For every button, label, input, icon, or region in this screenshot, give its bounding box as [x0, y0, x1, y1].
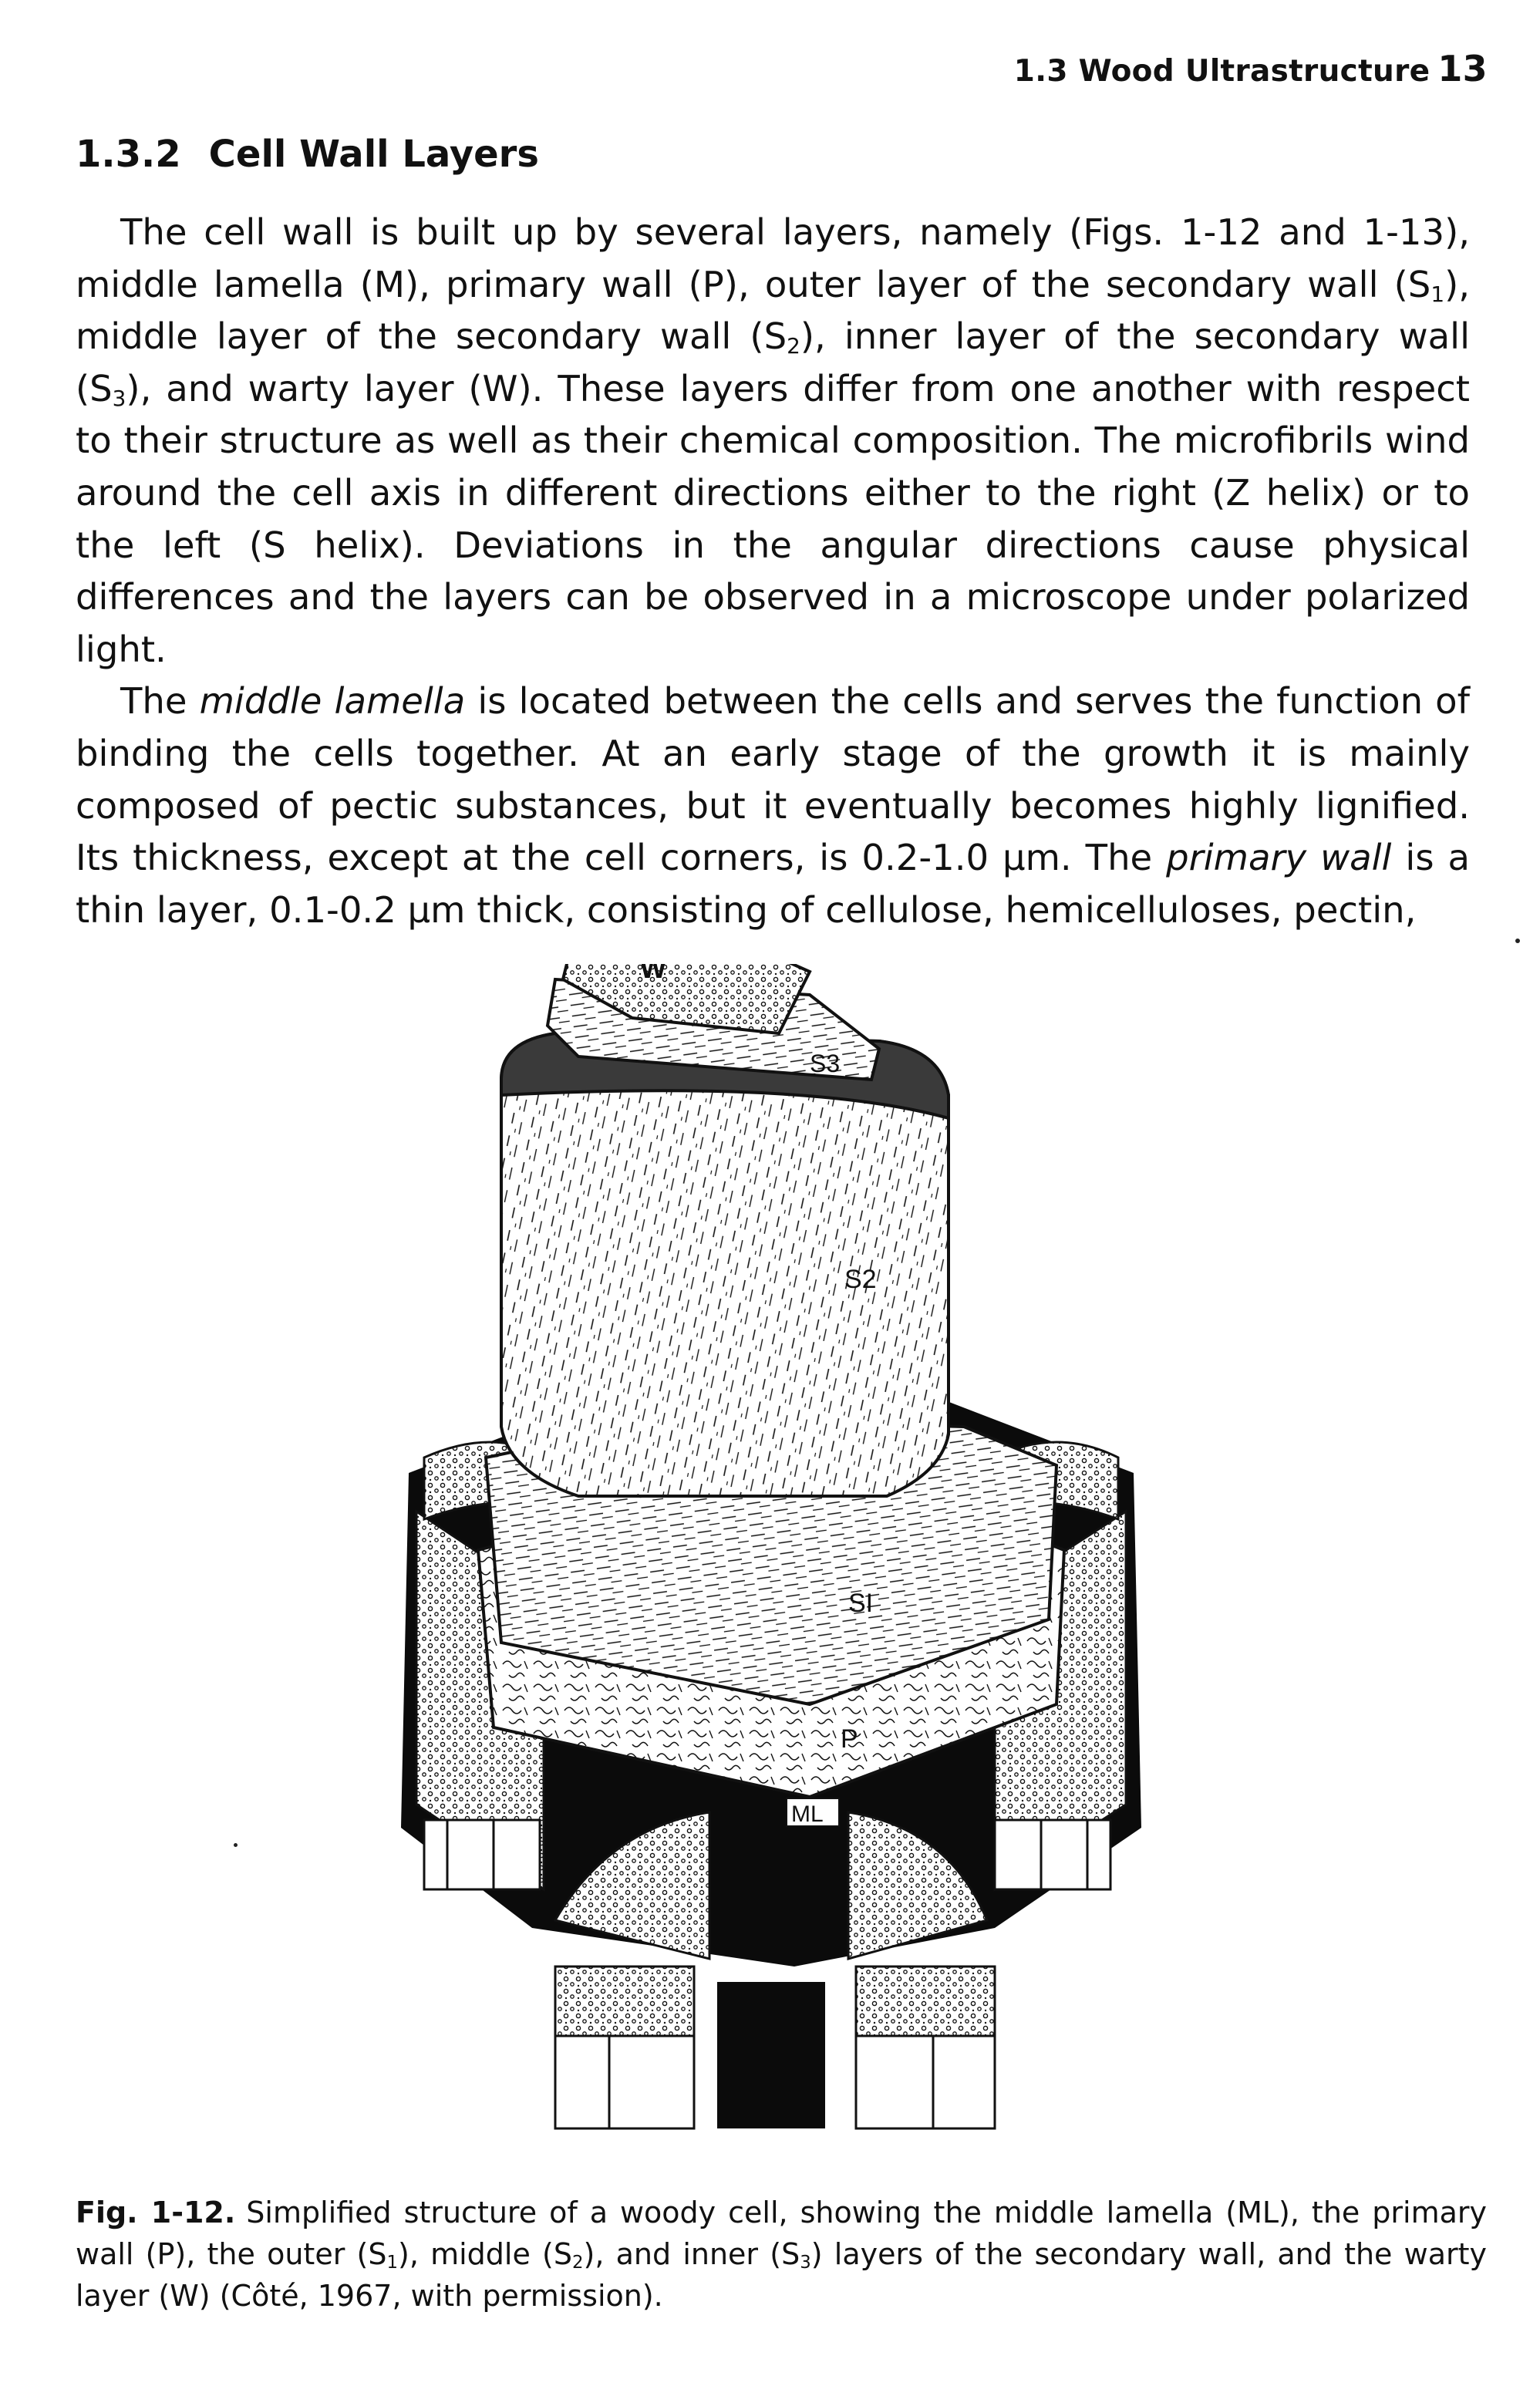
figure-label: Fig. 1-12.: [76, 2196, 236, 2229]
body-text: The cell wall is built up by several lay…: [76, 207, 1470, 936]
cell-wall-figure: W S3 S2 SI P ML: [401, 964, 1141, 2130]
text-run: ), inner layer of the secondary wall (S: [76, 315, 1470, 409]
section-number: 1.3.2: [76, 133, 181, 176]
subscript: 1: [1430, 281, 1445, 307]
figure-caption: Fig. 1-12.Simplified structure of a wood…: [76, 2192, 1487, 2317]
label-s2: S2: [844, 1265, 877, 1294]
text-run: is a thin layer, 0.1-0.2 μm thick, consi…: [76, 837, 1470, 931]
page-number: 13: [1437, 48, 1488, 89]
subscript: 2: [787, 333, 800, 359]
stray-mark: [1515, 939, 1520, 943]
paragraph-layers: The cell wall is built up by several lay…: [76, 207, 1470, 676]
label-s1: SI: [848, 1589, 873, 1618]
label-p: P: [841, 1724, 858, 1754]
label-w: W: [640, 964, 666, 984]
stray-mark: [234, 1843, 238, 1847]
section-title: Cell Wall Layers: [208, 133, 539, 176]
term-primary-wall: primary wall: [1166, 837, 1392, 879]
running-title: 1.3 Wood Ultrastructure: [1013, 54, 1430, 89]
label-s3: S3: [810, 1050, 840, 1077]
subscript: 3: [800, 2253, 811, 2273]
warty-layer: [561, 964, 812, 1036]
s2-column: [500, 1031, 950, 1498]
text-run: The cell wall is built up by several lay…: [76, 211, 1470, 305]
text-run: ), middle (S: [398, 2237, 573, 2271]
text-run: The: [120, 680, 200, 723]
subscript: 1: [386, 2253, 398, 2273]
subscript: 2: [572, 2253, 584, 2273]
text-run: ) layers of the secondary wall, and the …: [76, 2237, 1488, 2313]
text-run: ), and inner (S: [583, 2237, 800, 2271]
term-middle-lamella: middle lamella: [199, 680, 466, 723]
text-run: Simplified structure of a woody cell, sh…: [76, 2196, 1487, 2271]
section-heading: 1.3.2 Cell Wall Layers: [76, 133, 539, 176]
text-run: ), and warty layer (W). These layers dif…: [76, 367, 1470, 670]
paragraph-middle-lamella: The middle lamella is located between th…: [76, 676, 1470, 936]
text-run: ), middle layer of the secondary wall (S: [76, 263, 1470, 358]
subscript: 3: [112, 385, 126, 411]
label-ml-box: [786, 1798, 840, 1827]
text-run: is located between the cells and serves …: [76, 680, 1470, 879]
label-ml: ML: [791, 1801, 824, 1827]
